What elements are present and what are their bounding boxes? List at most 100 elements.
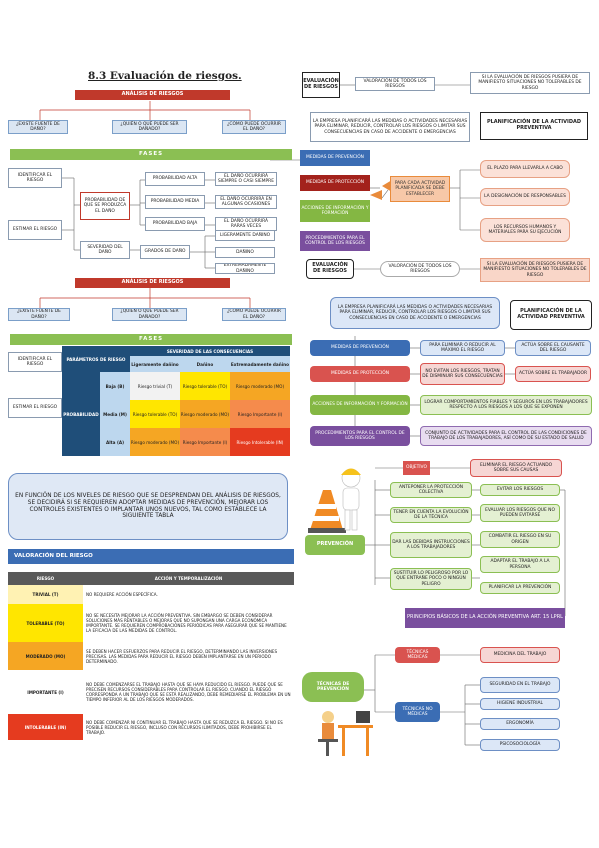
vr-trivial-desc: NO REQUIERE ACCIÓN ESPECÍFICA. [86, 592, 158, 597]
nm-3: PSICOSOCIOLOGÍA [480, 739, 560, 751]
col-extremadamente: Extremadamente dañino [229, 356, 290, 372]
row-alta: Alta (A) [100, 428, 130, 456]
q-como-2: ¿CÓMO PUEDE OCURRIR EL DAÑO? [222, 308, 286, 321]
cell-importante-a: Riesgo Importante (I) [179, 428, 230, 456]
fases-bar: FASES [10, 149, 292, 160]
principio-r4: PLANIFICAR LA PREVENCIÓN [480, 582, 560, 594]
risk-matrix: PARÁMETROS DE RIESGO SEVERIDAD DE LAS CO… [62, 346, 290, 456]
vr-moderado-desc: SE DEBEN HACER ESFUERZOS PARA REDUCIR EL… [86, 648, 278, 664]
principio-2: DAR LAS DEBIDAS INSTRUCCIONES A LOS TRAB… [390, 532, 472, 558]
eliminar: ELIMINAR EL RIESGO ACTUANDO SOBRE SUS CA… [470, 459, 562, 477]
cell-moderado: Riesgo moderado (MO) [229, 372, 290, 400]
principio-0: ANTEPONER LA PROTECCIÓN COLECTIVA [390, 482, 472, 498]
estimar-box-2: ESTIMAR EL RIESGO [8, 398, 62, 418]
vr-trivial: TRIVIAL (T) [8, 585, 83, 604]
cell-moderado-a: Riesgo moderado (MO) [130, 428, 180, 456]
principio-r0: EVITAR LOS RIESGOS [480, 484, 560, 496]
principio-1: TENER EN CUENTA LA EVOLUCIÓN DE LA TÉCNI… [390, 507, 472, 523]
para-cada: PARA CADA ACTIVIDAD PLANIFICADA SE DEBE … [390, 176, 450, 202]
principio-r1: EVALUAR LOS RIESGOS QUE NO PUEDEN EVITAR… [480, 504, 560, 522]
eval-riesgos-box-2: EVALUACIÓN DE RIESGOS [306, 259, 354, 279]
desc-alta: EL DAÑO OCURRIRÁ SIEMPRE O CASI SIEMPRE [215, 172, 277, 186]
designacion: LA DESIGNACIÓN DE RESPONSABLES [480, 188, 570, 206]
prob-alta: PROBABILIDAD ALTA [145, 172, 205, 186]
valoracion-table: RIESGO ACCIÓN Y TEMPORALIZACIÓN TRIVIAL … [8, 572, 294, 740]
prot-desc: NO EVITAN LOS RIESGOS, TRATAN DE DISMINU… [420, 363, 505, 385]
q-quien: ¿QUIÉN O QUÉ PUEDE SER DAÑADO? [112, 120, 187, 134]
riesgo-header: RIESGO [36, 576, 55, 581]
q-fuente: ¿EXISTE FUENTE DE DAÑO? [8, 120, 68, 134]
accion-header: ACCIÓN Y TEMPORALIZACIÓN [154, 576, 223, 581]
prob-baja: PROBABILIDAD BAJA [145, 217, 205, 231]
prev-desc: PARA ELIMINAR O REDUCIR AL MÁXIMO EL RIE… [420, 340, 505, 356]
row-media: Media (M) [100, 400, 130, 428]
medida-prevencion-2: MEDIDAS DE PREVENCIÓN [310, 340, 410, 356]
tecnicas-box: TÉCNICAS DE PREVENCIÓN [302, 672, 364, 702]
plazo: EL PLAZO PARA LLEVARLA A CABO [480, 160, 570, 178]
row-baja: Baja (B) [100, 372, 130, 400]
medida-procedimientos: PROCEDIMIENTOS PARA EL CONTROL DE LOS RI… [300, 231, 370, 251]
valoracion-bar: VALORACIÓN DEL RIESGO [8, 549, 294, 564]
objetivo: OBJETIVO [403, 461, 430, 475]
principio-r3: ADAPTAR EL TRABAJO A LA PERSONA [480, 556, 560, 573]
medida-informacion-2: ACCIONES DE INFORMACIÓN Y FORMACIÓN [310, 395, 410, 415]
planif-2: PLANIFICACIÓN DE LA ACTIVIDAD PREVENTIVA [510, 300, 592, 330]
tecnicas-no-medicas: TÉCNICAS NO MÉDICAS [395, 702, 440, 722]
empresa-top: LA EMPRESA PLANIFICARÁ LAS MEDIDAS O ACT… [310, 112, 470, 142]
grado-dan: DAÑINO [215, 247, 275, 258]
si-eval-2: SI LA EVALUACIÓN DE RIESGOS PUSIERA DE M… [480, 258, 590, 282]
nm-2: ERGONOMÍA [480, 718, 560, 730]
vr-intolerable: INTOLERABLE (IN) [8, 714, 83, 740]
q-quien-2: ¿QUIÉN O QUÉ PUEDE SER DAÑADO? [112, 308, 187, 321]
recursos: LOS RECURSOS HUMANOS Y MATERIALES PARA S… [480, 218, 570, 242]
si-eval-top: SI LA EVALUACIÓN DE RIESGOS PUSIERA DE M… [470, 72, 590, 94]
prev-act: ACTÚA SOBRE EL CAUSANTE DEL RIESGO [515, 340, 591, 356]
prevencion-box: PREVENCIÓN [305, 535, 365, 555]
page-title: 8.3 Evaluación de riesgos. [88, 70, 242, 82]
q-fuente-2: ¿EXISTE FUENTE DE DAÑO? [8, 308, 70, 321]
cell-importante-m: Riesgo Importante (I) [229, 400, 290, 428]
sev-header: SEVERIDAD DE LAS CONSECUENCIAS [130, 346, 290, 356]
prob-word: PROBABILIDAD [62, 372, 100, 456]
analisis-header-2: ANÁLISIS DE RIESGOS [75, 278, 230, 288]
medida-procedimientos-2: PROCEDIMIENTOS PARA EL CONTROL DE LOS RI… [310, 426, 410, 446]
analisis-header: ANÁLISIS DE RIESGOS [75, 90, 230, 100]
worker-icon [308, 468, 361, 533]
funcion-box: EN FUNCIÓN DE LOS NIVELES DE RIESGO QUE … [8, 473, 288, 540]
desk-worker-icon [318, 711, 373, 756]
principios-basicos: PRINCIPIOS BÁSICOS DE LA ACCIÓN PREVENTI… [405, 608, 565, 628]
severidad-box: SEVERIDAD DEL DAÑO [80, 241, 130, 259]
prot-act: ACTÚA SOBRE EL TRABAJADOR [515, 366, 591, 382]
vr-tolerable: TOLERABLE (TO) [8, 604, 83, 642]
prob-media: PROBABILIDAD MEDIA [145, 195, 205, 209]
info-desc: LOGRAR COMPORTAMIENTOS FIABLES Y SEGUROS… [420, 395, 592, 415]
nm-0: SEGURIDAD EN EL TRABAJO [480, 677, 560, 693]
proc-desc: CONJUNTO DE ACTIVIDADES PARA EL CONTROL … [420, 426, 592, 446]
col-danino: Dañino [179, 356, 230, 372]
nm-1: HIGIENE INDUSTRIAL [480, 698, 560, 710]
estimar-box: ESTIMAR EL RIESGO [8, 220, 62, 240]
cell-tolerable: Riesgo tolerable (TO) [179, 372, 230, 400]
vr-tolerable-desc: NO SE NECESITA MEJORAR LA ACCIÓN PREVENT… [86, 613, 287, 633]
vr-importante: IMPORTANTE (I) [8, 670, 83, 714]
principio-3: SUSTITUIR LO PELIGROSO POR LO QUE ENTRAÑ… [390, 568, 472, 590]
planif-top: PLANIFICACIÓN DE LA ACTIVIDAD PREVENTIVA [480, 112, 588, 140]
identificar-box: IDENTIFICAR EL RIESGO [8, 168, 62, 188]
medicina: MEDICINA DEL TRABAJO [480, 647, 560, 663]
desc-media: EL DAÑO OCURRIRÁ EN ALGUNAS OCASIONES [215, 195, 277, 209]
cell-trivial: Riesgo trivial (T) [130, 372, 180, 400]
principio-r2: COMBATIR EL RIESGO EN SU ORIGEN [480, 531, 560, 548]
eval-riesgos-box: EVALUACIÓN DE RIESGOS [302, 72, 340, 98]
param-header: PARÁMETROS DE RIESGO [62, 346, 130, 372]
q-como: ¿CÓMO PUEDE OCURRIR EL DAÑO? [222, 120, 286, 134]
grado-lig: LIGERAMENTE DAÑINO [215, 230, 275, 241]
cell-moderado-m: Riesgo moderado (MO) [179, 400, 230, 428]
medida-proteccion: MEDIDAS DE PROTECCIÓN [300, 175, 370, 191]
empresa-2: LA EMPRESA PLANIFICARÁ LAS MEDIDAS O ACT… [330, 297, 500, 329]
grado-ext: EXTREMADAMENTE DAÑINO [215, 263, 275, 274]
valoracion-label: VALORACIÓN DEL RIESGO [14, 553, 93, 559]
desc-baja: EL DAÑO OCURRIRÁ RARAS VECES [215, 217, 277, 231]
col-ligeramente: Ligeramente dañino [130, 356, 180, 372]
identificar-box-2: IDENTIFICAR EL RIESGO [8, 352, 62, 372]
